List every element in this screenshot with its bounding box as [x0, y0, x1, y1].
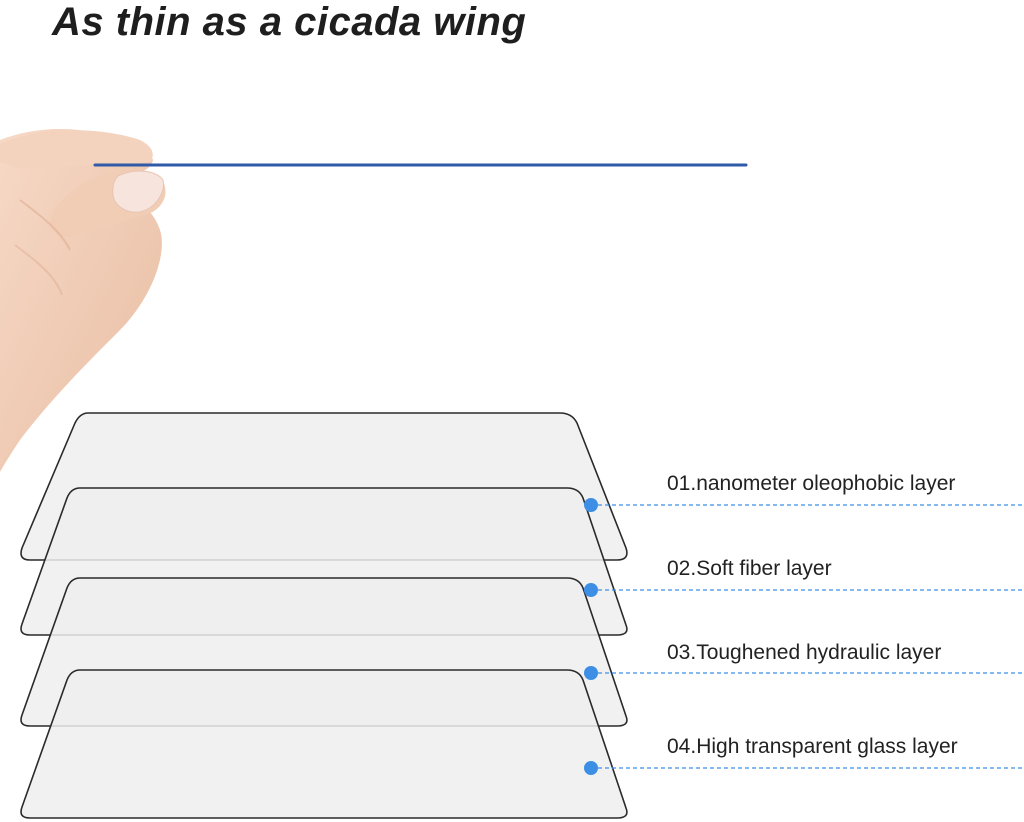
callout-dot-4: [584, 761, 598, 775]
callout-1: [584, 498, 1022, 512]
layer-label-3: 03.Toughened hydraulic layer: [667, 641, 942, 664]
panel-layer-4: [20, 669, 628, 819]
callout-4: [584, 761, 1022, 775]
headline: As thin as a cicada wing: [52, 0, 527, 44]
callout-2: [584, 583, 1022, 597]
layer-label-1: 01.nanometer oleophobic layer: [667, 472, 956, 495]
callout-3: [584, 666, 1022, 680]
callout-dot-1: [584, 498, 598, 512]
layer-label-4: 04.High transparent glass layer: [667, 735, 958, 758]
callout-dot-2: [584, 583, 598, 597]
hand-holding-film-icon: [0, 128, 166, 472]
layer-label-2: 02.Soft fiber layer: [667, 557, 832, 580]
layer-stack: [20, 412, 628, 819]
callout-dot-3: [584, 666, 598, 680]
